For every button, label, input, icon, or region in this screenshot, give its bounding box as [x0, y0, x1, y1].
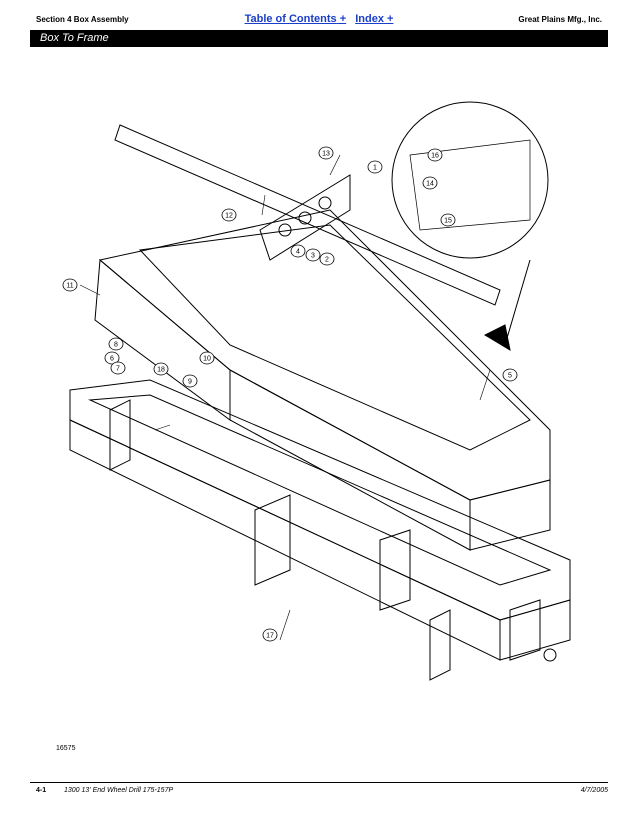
page-title: Box To Frame [30, 30, 608, 47]
callout-bubble [319, 252, 335, 266]
callout-number: 2 [325, 257, 329, 264]
toc-link[interactable]: Table of Contents + [244, 13, 347, 25]
box-inner-rim [138, 224, 531, 451]
detail-circle [391, 101, 549, 259]
callout-number: 15 [444, 218, 452, 225]
callout-bubble [199, 351, 215, 365]
callout-bubble [422, 176, 438, 190]
frame-rail [88, 394, 552, 586]
document-date: 4/7/2005 [580, 787, 608, 794]
callout-number: 16 [431, 153, 439, 160]
callout-bubble [153, 362, 169, 376]
callout-bubble [305, 248, 321, 262]
callout-bubble [502, 368, 518, 382]
callout-number: 7 [116, 366, 120, 373]
company-name: Great Plains Mfg., Inc. [518, 15, 602, 24]
frame-end [499, 599, 571, 661]
end-plate [509, 599, 541, 661]
callout-number: 9 [188, 379, 192, 386]
callout-number: 17 [266, 633, 274, 640]
hub [543, 648, 557, 662]
footer-rule [30, 782, 608, 783]
callout-number: 5 [508, 373, 512, 380]
page-number: 4-1 [36, 787, 47, 794]
callout-number: 8 [114, 342, 118, 349]
callout-number: 11 [66, 283, 73, 290]
callout-number: 6 [110, 356, 114, 363]
header-nav: Table of Contents + Index + [0, 13, 638, 25]
callout-number: 10 [203, 356, 211, 363]
callout-bubble [440, 213, 456, 227]
callout-bubble [367, 160, 383, 174]
callout-bubble [182, 374, 198, 388]
callout-bubble [62, 278, 78, 292]
callout-bubble [427, 148, 443, 162]
box-right-end [469, 479, 551, 551]
center-bracket [254, 494, 291, 586]
right-bracket [379, 529, 411, 611]
callout-number: 3 [311, 253, 315, 260]
callout-bubble [221, 208, 237, 222]
callout-bubble [290, 244, 306, 258]
figure-number: 16575 [56, 745, 76, 752]
callout-bubble [110, 361, 126, 375]
lid-panel [114, 124, 501, 306]
callout-bubble [104, 351, 120, 365]
callout-bubble [262, 628, 278, 642]
callout-bubble [108, 337, 124, 351]
callout-number: 12 [225, 213, 233, 220]
document-name: 1300 13' End Wheel Drill 175-157P [64, 787, 174, 794]
section-label: Section 4 Box Assembly [36, 15, 129, 24]
assembly-drawing [69, 101, 571, 681]
index-link[interactable]: Index + [355, 13, 394, 25]
callout-number: 18 [157, 367, 165, 374]
end-bracket [429, 609, 451, 681]
callout-number: 4 [296, 249, 300, 256]
callout-bubble [318, 146, 334, 160]
callout-number: 14 [426, 181, 434, 188]
callout-number: 1 [373, 165, 377, 172]
side-panel [259, 174, 351, 261]
left-bracket [109, 399, 131, 471]
callout-number: 13 [322, 151, 330, 158]
